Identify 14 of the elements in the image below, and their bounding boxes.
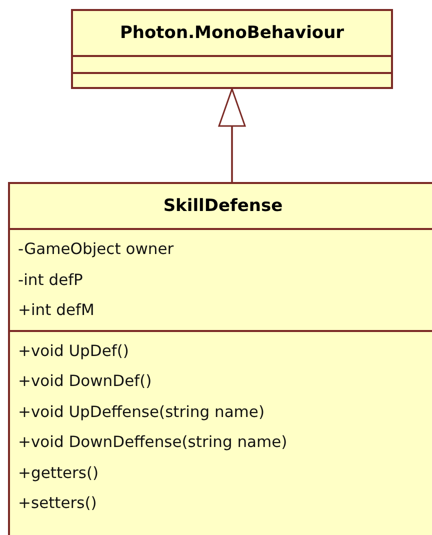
class-box: [71, 9, 393, 89]
class-name: SkillDefense: [163, 196, 283, 216]
method-text: +void DownDeffense(string name): [18, 433, 288, 451]
inheritance-arrow: [218, 88, 246, 182]
attribute-text: +int defM: [18, 301, 94, 319]
method-text: +void UpDef(): [18, 342, 129, 360]
method-text: +setters(): [18, 494, 97, 512]
attribute-text: -GameObject owner: [18, 240, 174, 258]
method-text: +void DownDef(): [18, 372, 152, 390]
method-text: +void UpDeffense(string name): [18, 402, 264, 420]
class-box: [8, 182, 432, 535]
attribute-text: -int defP: [18, 270, 83, 288]
method-text: +getters(): [18, 464, 99, 482]
class-name: Photon.MonoBehaviour: [120, 23, 344, 43]
